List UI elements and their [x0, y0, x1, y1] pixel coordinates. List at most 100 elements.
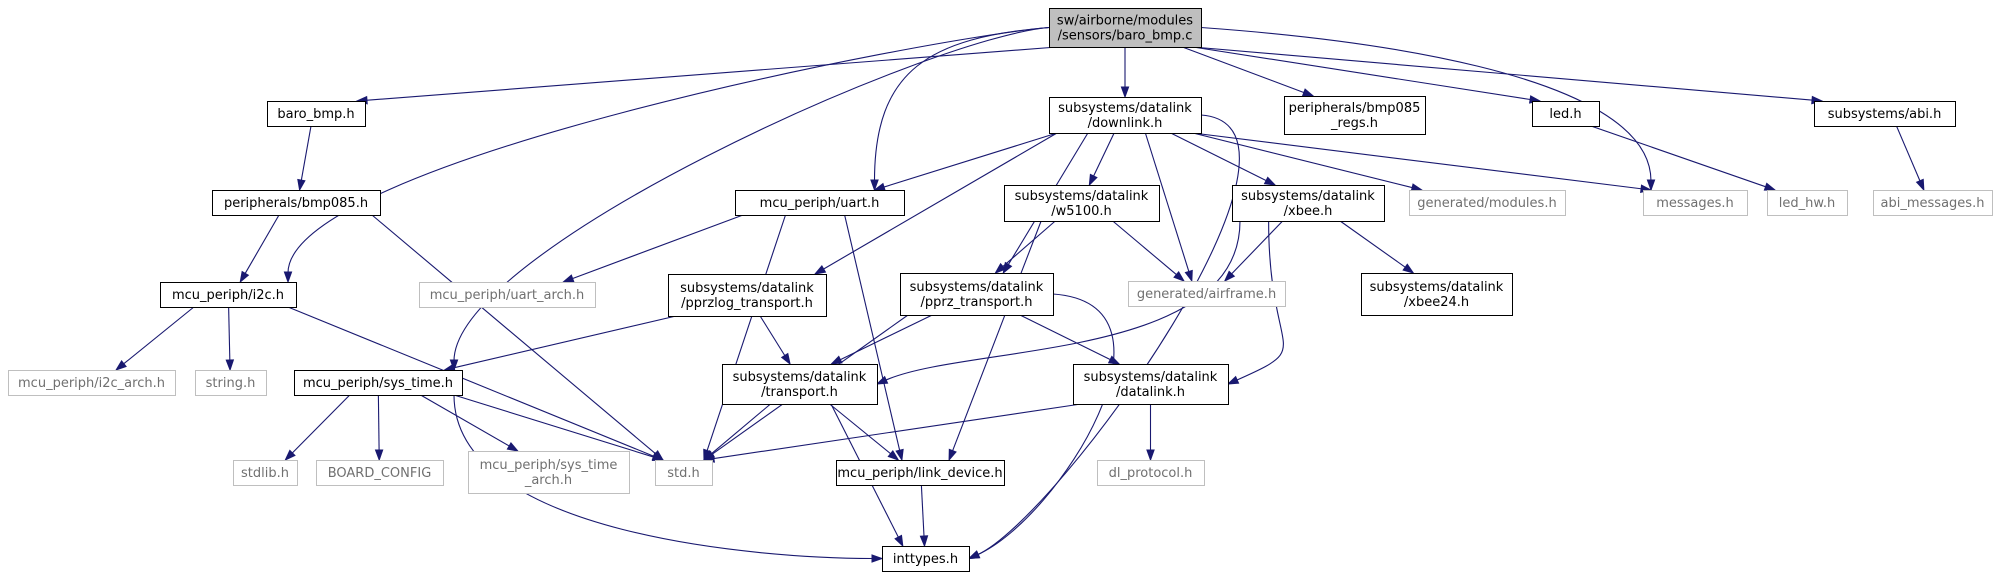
edge-line	[951, 220, 1042, 452]
node-label: mcu_periph/sys_time.h	[303, 376, 453, 391]
arrowhead	[1646, 179, 1656, 192]
node-baro-bmp-h[interactable]: baro_bmp.h	[267, 101, 366, 127]
arrowhead	[870, 179, 879, 192]
node-bmp085-regs-h[interactable]: peripherals/bmp085_regs.h	[1284, 96, 1426, 135]
node-label: generated/airframe.h	[1137, 287, 1276, 302]
edge-xbee_h-to-xbee24_h	[1339, 220, 1415, 274]
node-i2c-arch-h: mcu_periph/i2c_arch.h	[8, 370, 176, 396]
edge-uart_h-to-uart_arch_h	[561, 214, 744, 283]
node-downlink-h[interactable]: subsystems/datalink/downlink.h	[1049, 97, 1202, 134]
arrowhead	[561, 274, 575, 283]
edge-line	[287, 306, 655, 458]
arrowhead	[895, 448, 904, 462]
node-box	[316, 460, 444, 486]
node-label: mcu_periph/i2c.h	[172, 288, 284, 303]
edge-line	[1192, 46, 1532, 101]
node-box	[1643, 190, 1748, 216]
node-box	[1232, 185, 1385, 222]
node-dl-protocol-h: dl_protocol.h	[1097, 460, 1205, 486]
node-datalink-h[interactable]: subsystems/datalink/datalink.h	[1073, 364, 1229, 405]
edge-w5100_h-to-link_device_h	[948, 220, 1042, 462]
node-inttypes-h[interactable]: inttypes.h	[882, 546, 970, 572]
node-label: led_hw.h	[1779, 196, 1835, 211]
arrowhead	[283, 271, 293, 284]
node-box	[882, 546, 970, 572]
edge-link_device_h-to-inttypes_h	[919, 484, 929, 548]
node-uart-h[interactable]: mcu_periph/uart.h	[735, 190, 905, 216]
node-box	[1284, 96, 1426, 135]
node-box	[468, 451, 630, 494]
arrowhead	[1146, 449, 1155, 462]
edge-line	[1001, 220, 1056, 268]
node-led-h[interactable]: led.h	[1532, 101, 1600, 127]
edge-i2c_h-to-i2c_arch_h	[114, 306, 195, 371]
node-label: /pprz_transport.h	[921, 295, 1033, 310]
edge-sys_time_h-to-board_config	[374, 394, 384, 462]
arrowhead	[780, 352, 791, 366]
node-label: subsystems/datalink	[1084, 370, 1218, 385]
node-sys-time-arch-h: mcu_periph/sys_time_arch.h	[468, 451, 630, 494]
arrowhead	[239, 270, 250, 284]
arrowhead	[506, 442, 520, 452]
edge-pprz_transport_h-to-transport_h	[830, 314, 933, 365]
node-root[interactable]: sw/airborne/modules/sensors/baro_bmp.c	[1049, 8, 1202, 48]
arrowhead	[297, 178, 306, 192]
edge-sys_time_h-to-sys_time_arch_h	[420, 394, 520, 452]
edge-root-to-messages_h	[1200, 26, 1656, 192]
node-label: /sensors/baro_bmp.c	[1058, 29, 1193, 44]
node-label: subsystems/datalink	[733, 370, 867, 385]
node-transport-h[interactable]: subsystems/datalink/transport.h	[722, 364, 878, 405]
edge-line	[244, 214, 280, 275]
node-label: subsystems/datalink	[1241, 189, 1375, 204]
arrowhead	[1173, 270, 1186, 282]
edge-w5100_h-to-pprz_transport_h	[994, 220, 1056, 274]
arrowhead	[1226, 375, 1240, 385]
node-label: /pprzlog_transport.h	[681, 296, 813, 311]
node-box	[1049, 97, 1202, 134]
edge-line	[371, 214, 657, 455]
node-label: peripherals/bmp085.h	[224, 196, 368, 211]
node-label: /transport.h	[761, 385, 838, 400]
edge-line	[1170, 132, 1268, 182]
node-w5100-h[interactable]: subsystems/datalink/w5100.h	[1004, 185, 1160, 222]
node-std-h: std.h	[655, 460, 713, 486]
node-label: messages.h	[1656, 196, 1734, 211]
node-box	[668, 274, 827, 317]
node-xbee24-h[interactable]: subsystems/datalink/xbee24.h	[1361, 273, 1513, 316]
edge-line	[710, 403, 771, 455]
edge-pprz_transport_h-to-datalink_h	[1019, 314, 1121, 365]
node-pprz-transport-h[interactable]: subsystems/datalink/pprz_transport.h	[900, 273, 1054, 316]
edge-abi_h-to-abi_messages_h	[1895, 125, 1925, 192]
edge-bmp085_h-to-i2c_h	[239, 214, 280, 284]
edge-line	[1182, 46, 1305, 94]
node-label: dl_protocol.h	[1109, 466, 1193, 481]
edge-root-to-i2c_h	[283, 26, 1050, 284]
node-box	[1004, 185, 1160, 222]
edge-downlink_h-to-messages_h	[1192, 132, 1653, 193]
node-box	[900, 273, 1054, 316]
node-link-device-h[interactable]: mcu_periph/link_device.h	[836, 460, 1005, 486]
edge-line	[920, 484, 925, 538]
node-pprzlog-transport-h[interactable]: subsystems/datalink/pprzlog_transport.h	[668, 274, 827, 317]
node-bmp085-h[interactable]: peripherals/bmp085.h	[212, 190, 381, 216]
edge-line	[377, 394, 380, 452]
node-board-config: BOARD_CONFIG	[316, 460, 444, 486]
edge-line	[829, 403, 892, 455]
edge-line	[420, 394, 511, 447]
edge-line	[1235, 220, 1284, 381]
node-i2c-h[interactable]: mcu_periph/i2c.h	[160, 282, 297, 308]
edge-line	[1092, 132, 1115, 178]
edge-line	[1230, 220, 1284, 275]
node-xbee-h[interactable]: subsystems/datalink/xbee.h	[1232, 185, 1385, 222]
edge-led_h-to-led_hw_h	[1590, 125, 1777, 191]
node-sys-time-h[interactable]: mcu_periph/sys_time.h	[294, 370, 463, 396]
node-label: mcu_periph/i2c_arch.h	[18, 376, 165, 391]
edge-line	[453, 394, 874, 560]
node-label: mcu_periph/uart.h	[760, 196, 880, 211]
edge-line	[453, 394, 655, 458]
node-uart-arch-h: mcu_periph/uart_arch.h	[419, 282, 596, 308]
node-abi-h[interactable]: subsystems/abi.h	[1814, 101, 1956, 127]
node-box	[419, 282, 596, 308]
node-label: std.h	[667, 466, 700, 481]
edge-line	[882, 132, 1058, 188]
